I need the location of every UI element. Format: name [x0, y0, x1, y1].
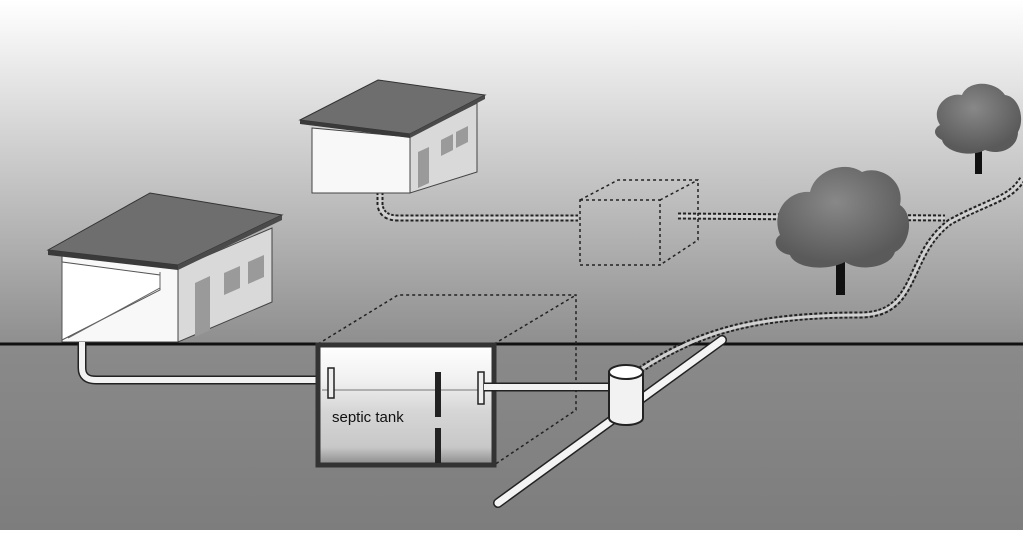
distant-tank-outline — [579, 179, 699, 266]
distribution-box — [608, 364, 644, 426]
septic-tank-label: septic tank — [332, 409, 404, 426]
lower-house — [46, 192, 284, 343]
ground-background — [0, 345, 1023, 543]
tank-inlet-tee — [327, 367, 335, 399]
inlet-pipe — [77, 342, 330, 385]
bottom-border — [0, 530, 1023, 543]
drain-field-pipe — [638, 176, 1023, 373]
tank-outlet-tee — [477, 371, 485, 405]
tank-baffle — [435, 372, 441, 417]
upper-house — [298, 79, 487, 194]
septic-tank: septic tank — [315, 294, 577, 468]
tree-large — [775, 166, 910, 295]
tree-small — [935, 83, 1022, 174]
